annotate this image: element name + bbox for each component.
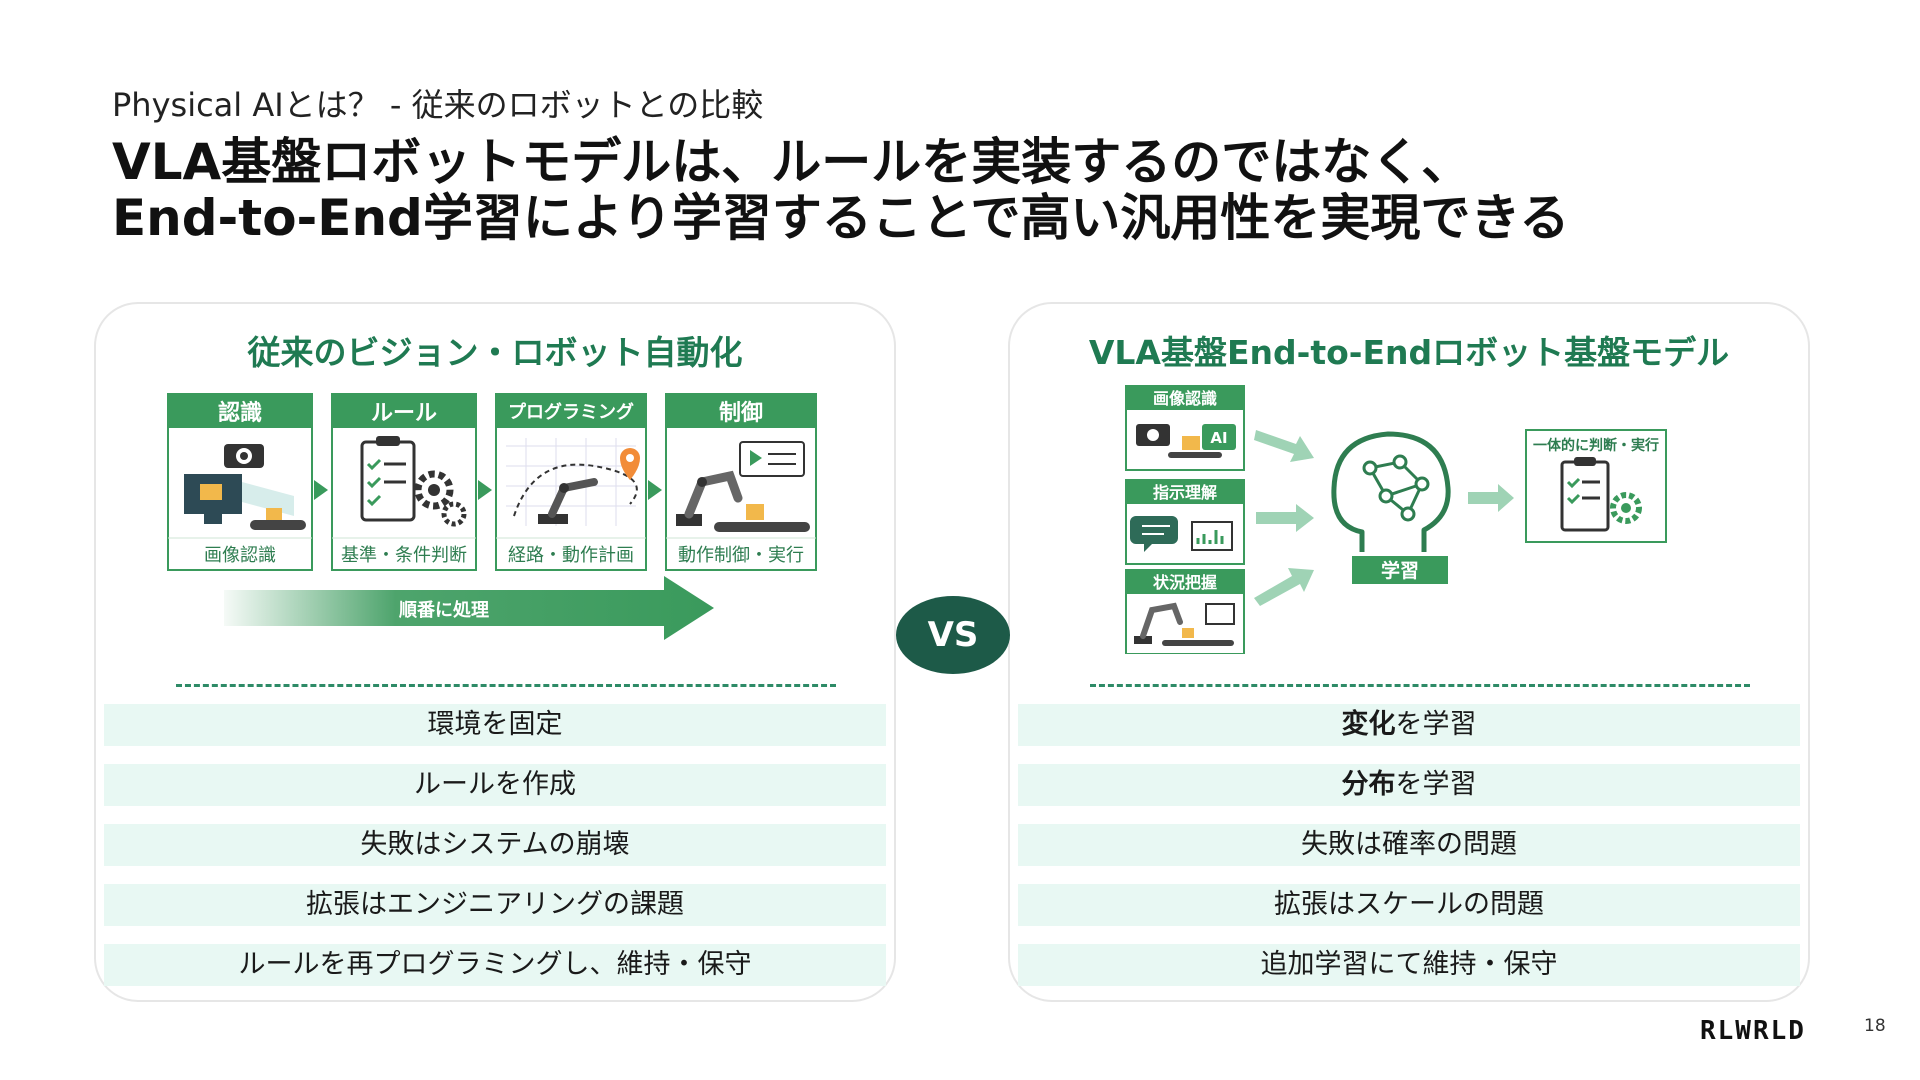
company-logo: RLWRLD	[1700, 1016, 1806, 1046]
right-panel-title: VLA基盤End-to-Endロボット基盤モデル	[1088, 333, 1730, 372]
vla-model-panel: VLA基盤End-to-Endロボット基盤モデル 画像認識 AI 指示理解	[1008, 302, 1810, 1002]
step-control-caption: 動作制御・実行	[678, 545, 804, 566]
right-row-1-bold: 変化	[1341, 709, 1396, 740]
right-row-2-text: を学習	[1395, 769, 1477, 800]
step-recognition-header: 認識	[218, 400, 262, 426]
right-row-3: 失敗は確率の問題	[1018, 824, 1800, 866]
camera-conveyor-icon	[184, 444, 306, 530]
checklist-gear-icon	[360, 436, 467, 527]
step-control-header: 制御	[719, 400, 763, 426]
right-row-2: 分布を学習	[1018, 764, 1800, 806]
traditional-pipeline-diagram: 認識 画像認識 ルール	[167, 393, 817, 640]
step-recognition-caption: 画像認識	[204, 545, 276, 566]
right-row-3-text: 失敗は確率の問題	[1301, 829, 1517, 860]
step-rules-header: ルール	[371, 401, 437, 426]
input-image-recognition-header: 画像認識	[1153, 389, 1217, 408]
left-divider	[176, 684, 836, 687]
chat-chart-icon	[1130, 516, 1233, 552]
slide-headline: VLA基盤ロボットモデルは、ルールを実装するのではなく、 End-to-End学…	[112, 134, 1569, 246]
step-rules: ルール 基準・条件判断	[331, 393, 477, 571]
ai-badge: AI	[1210, 429, 1227, 447]
flow-label: 順番に処理	[399, 599, 489, 621]
left-row-3: 失敗はシステムの崩壊	[104, 824, 886, 866]
vla-pipeline-diagram: 画像認識 AI 指示理解	[1125, 385, 1667, 654]
robot-arm-icon	[1134, 602, 1235, 646]
step-programming-caption: 経路・動作計画	[508, 545, 634, 566]
brain-label: 学習	[1381, 559, 1419, 582]
input-situation-awareness: 状況把握	[1125, 569, 1245, 654]
output-integrated-decision: 一体的に判断・実行	[1525, 429, 1667, 543]
output-header: 一体的に判断・実行	[1533, 437, 1659, 454]
input-image-recognition: 画像認識 AI	[1125, 385, 1245, 471]
step-programming-header: プログラミング	[508, 401, 634, 423]
right-row-5-text: 追加学習にて維持・保守	[1260, 949, 1558, 980]
right-row-1: 変化を学習	[1018, 704, 1800, 746]
page-number: 18	[1864, 1016, 1886, 1036]
right-row-2-bold: 分布	[1341, 769, 1396, 800]
left-panel-title: 従来のビジョン・ロボット自動化	[247, 333, 743, 372]
right-row-5: 追加学習にて維持・保守	[1018, 944, 1800, 986]
brain-learning-icon: 学習	[1331, 431, 1451, 584]
left-row-5: ルールを再プログラミングし、維持・保守	[104, 944, 886, 986]
output-arrow	[1468, 484, 1514, 512]
checklist-gear-icon	[1560, 457, 1642, 532]
robot-path-icon	[506, 438, 640, 526]
input-situation-header: 状況把握	[1153, 573, 1217, 592]
right-row-4: 拡張はスケールの問題	[1018, 884, 1800, 926]
camera-ai-icon: AI	[1136, 424, 1236, 458]
step-programming: プログラミング 経路・動作計画	[495, 393, 647, 571]
step-control: 制御 動作制御・実行	[665, 393, 817, 571]
right-row-1-text: を学習	[1395, 709, 1477, 740]
sequential-flow-arrow: 順番に処理	[224, 576, 714, 640]
step-rules-caption: 基準・条件判断	[341, 545, 467, 566]
left-row-1: 環境を固定	[104, 704, 886, 746]
step-recognition: 認識 画像認識	[167, 393, 313, 571]
right-divider	[1090, 684, 1750, 687]
right-row-4-text: 拡張はスケールの問題	[1274, 889, 1544, 920]
robot-arm-icon	[676, 441, 810, 532]
input-instruction-understanding: 指示理解	[1125, 479, 1245, 565]
vs-badge: VS	[896, 596, 1010, 674]
input-instruction-header: 指示理解	[1153, 483, 1217, 502]
input-arrows	[1254, 430, 1314, 606]
slide-subtitle: Physical AIとは？ - 従来のロボットとの比較	[112, 86, 764, 124]
headline-line-1: VLA基盤ロボットモデルは、ルールを実装するのではなく、	[112, 133, 1472, 191]
traditional-automation-panel: 従来のビジョン・ロボット自動化 認識 画像認識 ルール	[94, 302, 896, 1002]
left-row-4: 拡張はエンジニアリングの課題	[104, 884, 886, 926]
left-row-2: ルールを作成	[104, 764, 886, 806]
headline-line-2: End-to-End学習により学習することで高い汎用性を実現できる	[112, 189, 1570, 247]
